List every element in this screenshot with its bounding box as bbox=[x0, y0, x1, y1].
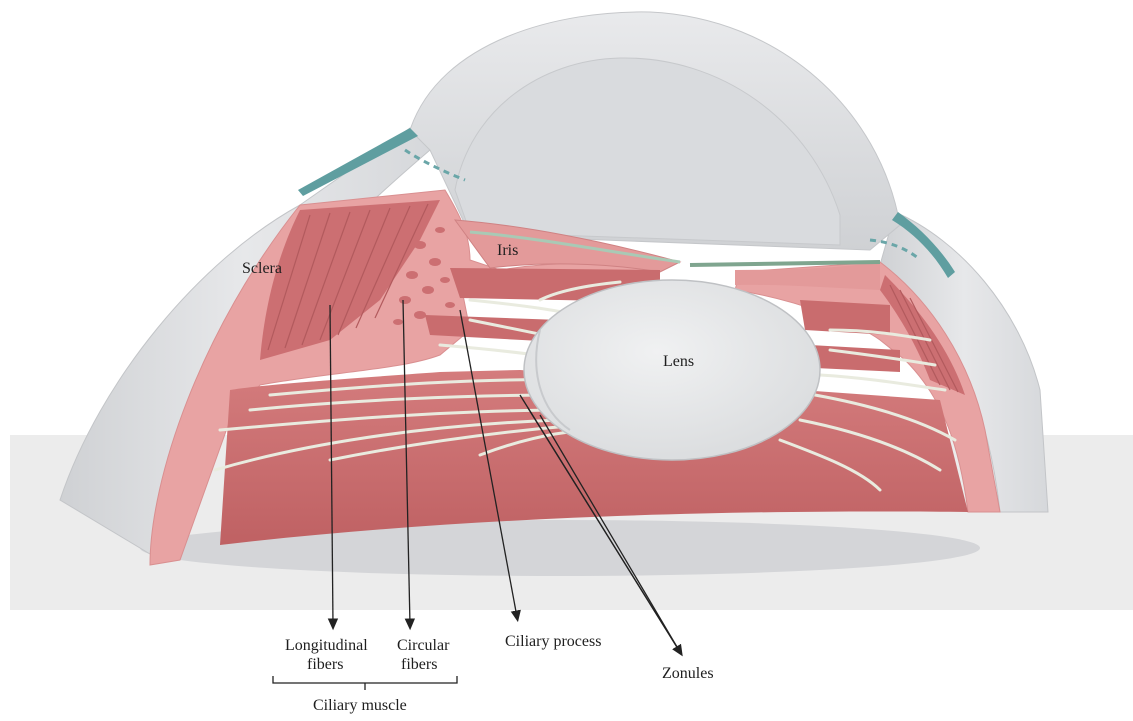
label-ciliary-process: Ciliary process bbox=[505, 632, 601, 651]
label-lens: Lens bbox=[663, 352, 694, 371]
longitudinal-line2: fibers bbox=[285, 655, 385, 674]
label-sclera: Sclera bbox=[242, 259, 282, 278]
ciliary-muscle-bracket bbox=[273, 676, 457, 690]
label-ciliary-muscle: Ciliary muscle bbox=[313, 696, 407, 715]
label-iris: Iris bbox=[497, 241, 518, 260]
label-longitudinal-fibers: Longitudinal fibers bbox=[285, 636, 385, 674]
circular-line1: Circular bbox=[397, 636, 449, 655]
circular-line2: fibers bbox=[397, 655, 449, 674]
label-zonules: Zonules bbox=[662, 664, 714, 683]
label-circular-fibers: Circular fibers bbox=[397, 636, 449, 674]
longitudinal-line1: Longitudinal bbox=[285, 636, 385, 655]
